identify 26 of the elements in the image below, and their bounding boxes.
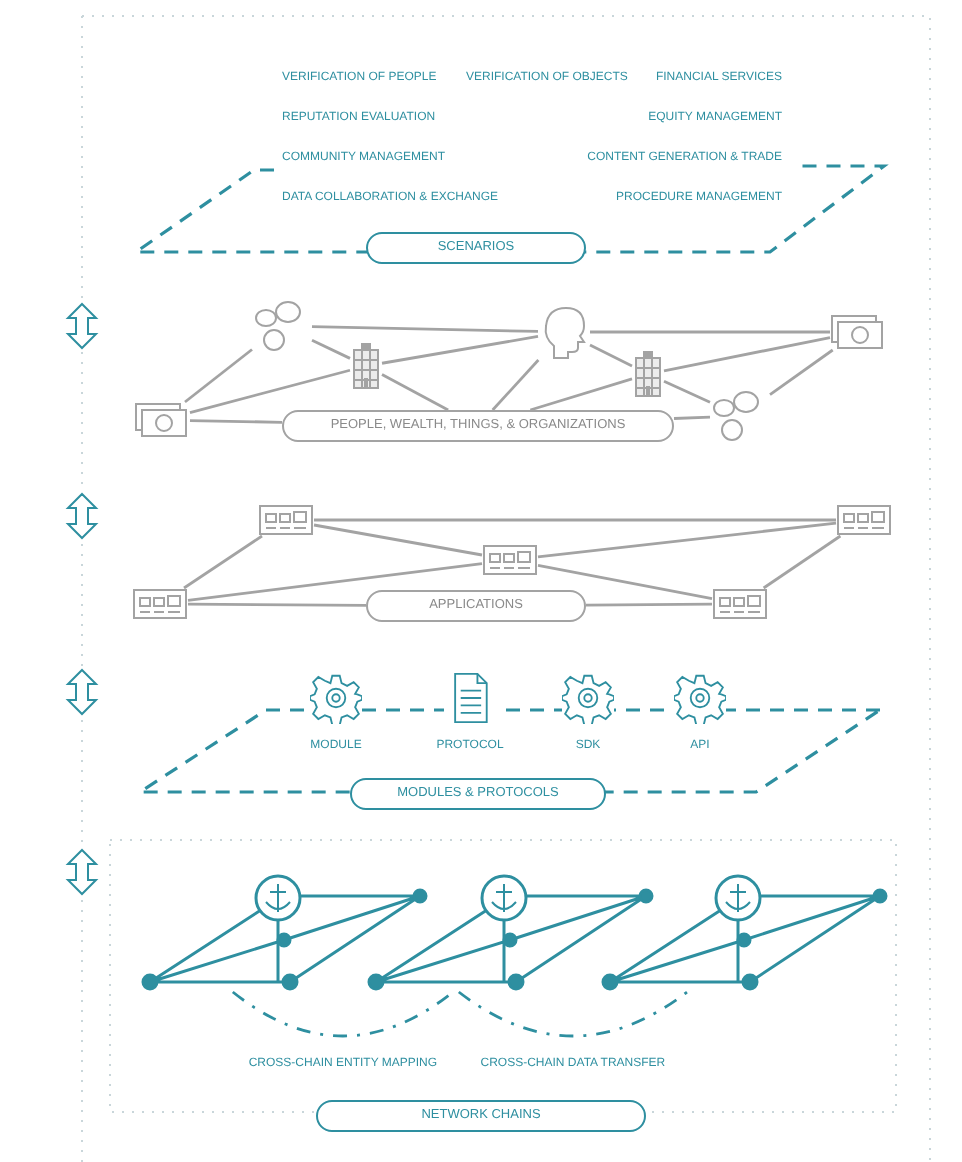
connector-line bbox=[183, 534, 263, 590]
connector-line bbox=[188, 602, 366, 607]
connector-line bbox=[189, 419, 283, 424]
connector-line bbox=[663, 336, 831, 373]
connector-line bbox=[381, 335, 539, 365]
connector-line bbox=[537, 521, 837, 559]
connector-line bbox=[537, 564, 713, 600]
connector-line bbox=[590, 330, 830, 334]
connector-line bbox=[762, 534, 842, 590]
connector-line bbox=[673, 415, 711, 420]
connector-line bbox=[184, 348, 253, 404]
connector-line bbox=[586, 602, 712, 607]
connector-line bbox=[663, 380, 711, 404]
connector-line bbox=[491, 359, 540, 411]
connector-line bbox=[314, 518, 836, 522]
connector-line bbox=[589, 343, 633, 368]
connector-line bbox=[313, 523, 483, 557]
connector-line bbox=[381, 373, 449, 412]
connector-line bbox=[311, 339, 351, 360]
connector-line bbox=[187, 562, 483, 602]
connector-line bbox=[529, 377, 633, 412]
dash-dot-arc bbox=[231, 990, 454, 1038]
connector-line bbox=[189, 368, 351, 414]
connector-line bbox=[769, 348, 834, 396]
connector-line bbox=[311, 325, 539, 333]
dash-dot-arc bbox=[458, 990, 688, 1038]
